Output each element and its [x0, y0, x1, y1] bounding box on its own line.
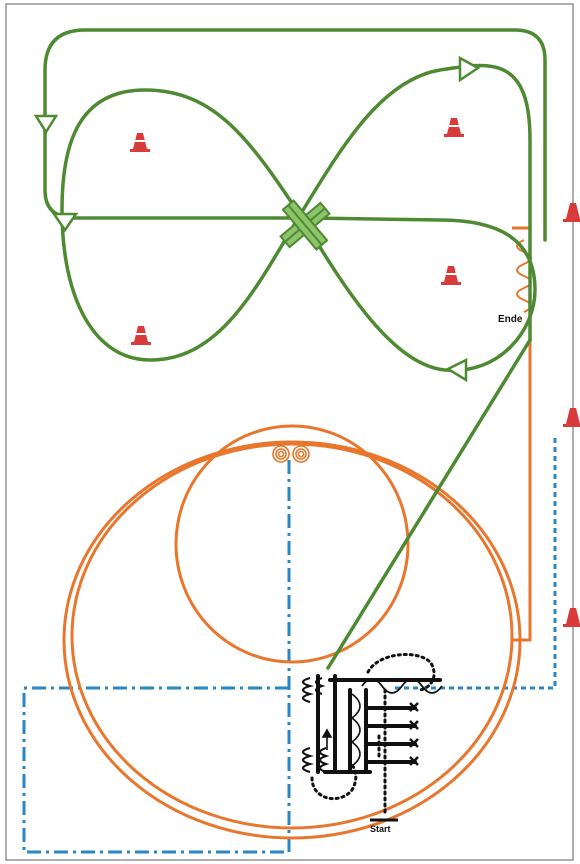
traffic-cone-icon [563, 203, 580, 222]
green-right-lobe [300, 66, 530, 340]
traffic-cone-icon [130, 133, 150, 152]
orange-large-ellipse-outer [64, 442, 520, 838]
orange-top-spiral [273, 446, 309, 462]
up-arrow-icon [323, 730, 331, 750]
orange-small-circle [176, 426, 408, 662]
traffic-cone-icon [441, 266, 461, 285]
triangle-arrow-icon [448, 360, 466, 380]
triangle-arrow-icon [36, 116, 56, 132]
end-label: Ende [498, 314, 523, 325]
x-markers [410, 703, 418, 765]
start-label: Start [370, 824, 391, 834]
blue-guide-lines [24, 436, 555, 856]
triangle-arrow-icon [460, 58, 478, 80]
traffic-cone-icon [563, 408, 580, 427]
green-route [45, 30, 545, 668]
cones [130, 118, 580, 627]
green-left-lobe [62, 90, 300, 360]
green-diagonal-to-start [328, 340, 530, 668]
orange-large-ellipse-inner [72, 444, 512, 828]
triangle-arrow-icon [54, 214, 76, 230]
blue-lower-rectangle [24, 688, 289, 852]
green-lower-right-curve [300, 215, 535, 370]
traffic-cone-icon [563, 608, 580, 627]
traffic-cone-icon [131, 326, 151, 345]
traffic-cone-icon [444, 118, 464, 137]
orange-route [64, 228, 531, 838]
